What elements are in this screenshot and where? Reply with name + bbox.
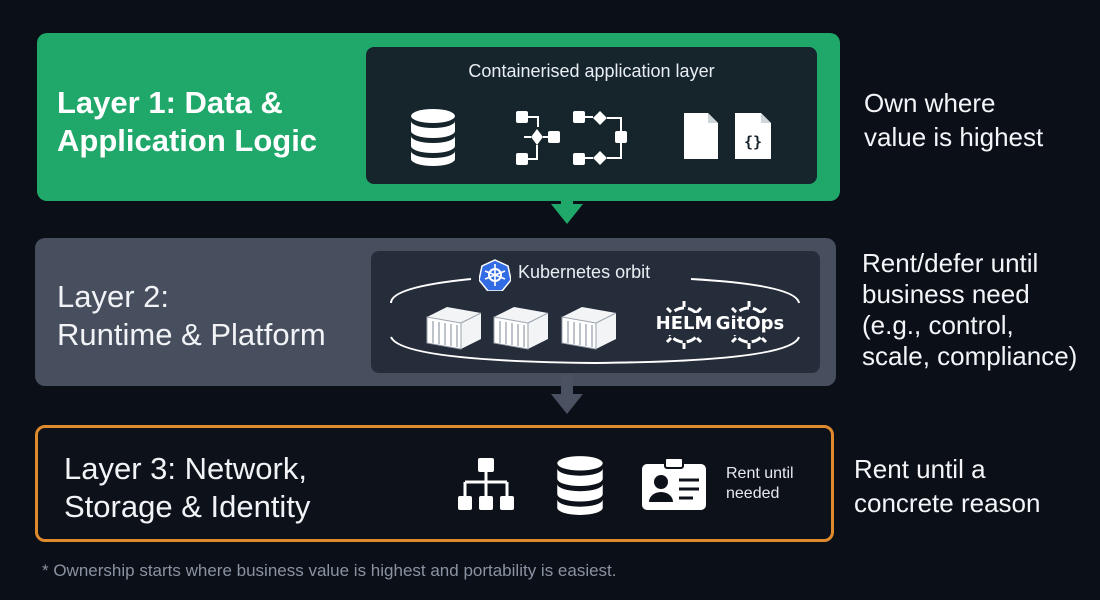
down-arrow-icon	[551, 374, 583, 414]
footnote: * Ownership starts where business value …	[42, 561, 617, 580]
layer-2-note: Rent/defer until business need (e.g., co…	[862, 248, 1077, 372]
kubernetes-orbit-panel: Kubernetes orbit HELM	[371, 251, 820, 373]
container-icon	[493, 307, 549, 350]
id-card-icon	[642, 458, 706, 510]
document-icon	[684, 113, 718, 159]
layer-1-title-line-2: Application Logic	[57, 123, 318, 158]
code-file-icon: {}	[735, 113, 771, 159]
layer-2-note-line-4: scale, compliance)	[862, 341, 1078, 371]
layer-3-title: Layer 3: Network, Storage & Identity	[64, 450, 310, 526]
layer-2-title-line-1: Layer 2:	[57, 279, 170, 314]
rent-line-2: needed	[726, 485, 780, 502]
layer-2-note-line-3: (e.g., control,	[862, 310, 1014, 340]
layer-1-box: Layer 1: Data & Application Logic Contai…	[37, 33, 840, 201]
layer-2-note-line-2: business need	[862, 279, 1030, 309]
layer-2-title: Layer 2: Runtime & Platform	[57, 278, 326, 354]
workflow-icon	[516, 111, 560, 165]
layer-1-title: Layer 1: Data & Application Logic	[57, 84, 317, 160]
kubernetes-orbit-label: Kubernetes orbit	[518, 262, 651, 282]
container-icon	[561, 307, 617, 350]
layer-1-note-line-2: value is highest	[864, 122, 1044, 152]
layer-1-note: Own where value is highest	[864, 86, 1043, 154]
down-arrow-icon	[551, 184, 583, 224]
layer-3-title-line-1: Layer 3: Network,	[64, 451, 307, 486]
database-icon	[557, 456, 603, 515]
gitops-label: GitOps	[711, 313, 789, 335]
workflow-icon	[573, 111, 627, 165]
containerised-app-label: Containerised application layer	[468, 61, 715, 81]
layer-3-title-line-2: Storage & Identity	[64, 489, 311, 524]
layer-1-title-line-1: Layer 1: Data &	[57, 85, 283, 120]
layer-2-title-line-2: Runtime & Platform	[57, 317, 326, 352]
kubernetes-icon	[479, 259, 511, 291]
layer-3-box: Layer 3: Network, Storage & Identity Ren…	[35, 425, 834, 542]
database-icon	[411, 109, 455, 166]
rent-line-1: Rent until	[726, 465, 794, 482]
layer-3-note-line-2: concrete reason	[854, 488, 1041, 518]
container-icon	[426, 307, 482, 350]
layer-2-box: Layer 2: Runtime & Platform Kubernetes o…	[35, 238, 836, 386]
network-icon	[458, 458, 514, 510]
rent-until-needed-label: Rent until needed	[726, 464, 794, 504]
svg-text:{}: {}	[744, 133, 762, 151]
layer-3-note-line-1: Rent until a	[854, 454, 986, 484]
layer-2-note-line-1: Rent/defer until	[862, 248, 1039, 278]
helm-label: HELM	[652, 313, 716, 335]
layer-1-note-line-1: Own where	[864, 88, 996, 118]
orbit-ring	[390, 278, 800, 365]
containerised-app-panel: Containerised application layer	[366, 47, 817, 184]
layer-3-note: Rent until a concrete reason	[854, 452, 1040, 520]
